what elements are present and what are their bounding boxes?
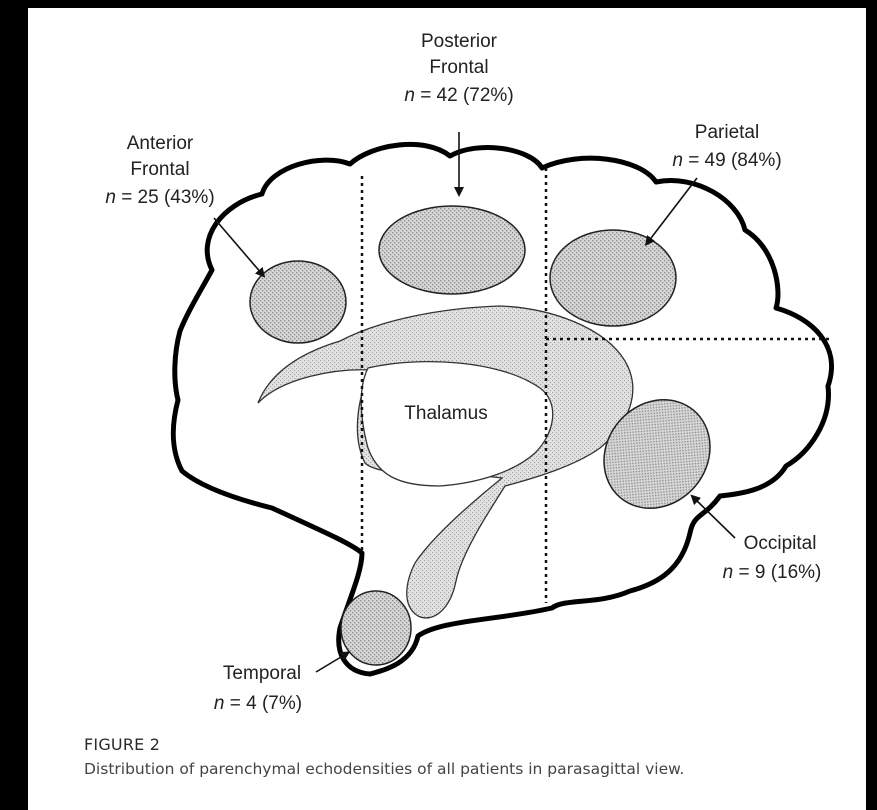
n-symbol: n xyxy=(105,187,116,208)
label-posterior-frontal-line2: Frontal xyxy=(429,57,488,78)
n-symbol: n xyxy=(214,693,225,714)
label-anterior-frontal-line1: Anterior xyxy=(127,133,194,154)
label-temporal: Temporal xyxy=(223,663,301,684)
parietal-echodensity xyxy=(550,230,676,326)
posterior-frontal-echodensity xyxy=(379,206,525,294)
figure-caption-text: Distribution of parenchymal echodensitie… xyxy=(84,760,684,778)
label-parietal: Parietal xyxy=(695,122,759,143)
count-temporal: n = 4 (7%) xyxy=(214,693,302,714)
count-value: = 9 (16%) xyxy=(738,562,821,583)
n-symbol: n xyxy=(723,562,734,583)
n-symbol: n xyxy=(404,85,415,106)
count-value: = 49 (84%) xyxy=(688,150,781,171)
temporal-echodensity xyxy=(341,591,411,665)
arrow-temporal xyxy=(316,654,346,672)
count-value: = 4 (7%) xyxy=(230,693,302,714)
figure-number: FIGURE 2 xyxy=(84,735,684,754)
label-posterior-frontal-line1: Posterior xyxy=(421,31,498,52)
brain-diagram: Posterior Frontal n = 42 (72%) Anterior … xyxy=(28,8,866,728)
count-occipital: n = 9 (16%) xyxy=(723,562,822,583)
label-thalamus: Thalamus xyxy=(404,403,487,424)
count-parietal: n = 49 (84%) xyxy=(672,150,781,171)
label-occipital: Occipital xyxy=(744,533,817,554)
figure-caption: FIGURE 2 Distribution of parenchymal ech… xyxy=(84,735,684,778)
count-anterior-frontal: n = 25 (43%) xyxy=(105,187,214,208)
count-value: = 42 (72%) xyxy=(420,85,513,106)
anterior-frontal-echodensity xyxy=(250,261,346,343)
figure-sheet: Posterior Frontal n = 42 (72%) Anterior … xyxy=(28,8,866,810)
count-posterior-frontal: n = 42 (72%) xyxy=(404,85,513,106)
label-anterior-frontal-line2: Frontal xyxy=(130,159,189,180)
count-value: = 25 (43%) xyxy=(121,187,214,208)
n-symbol: n xyxy=(672,150,683,171)
